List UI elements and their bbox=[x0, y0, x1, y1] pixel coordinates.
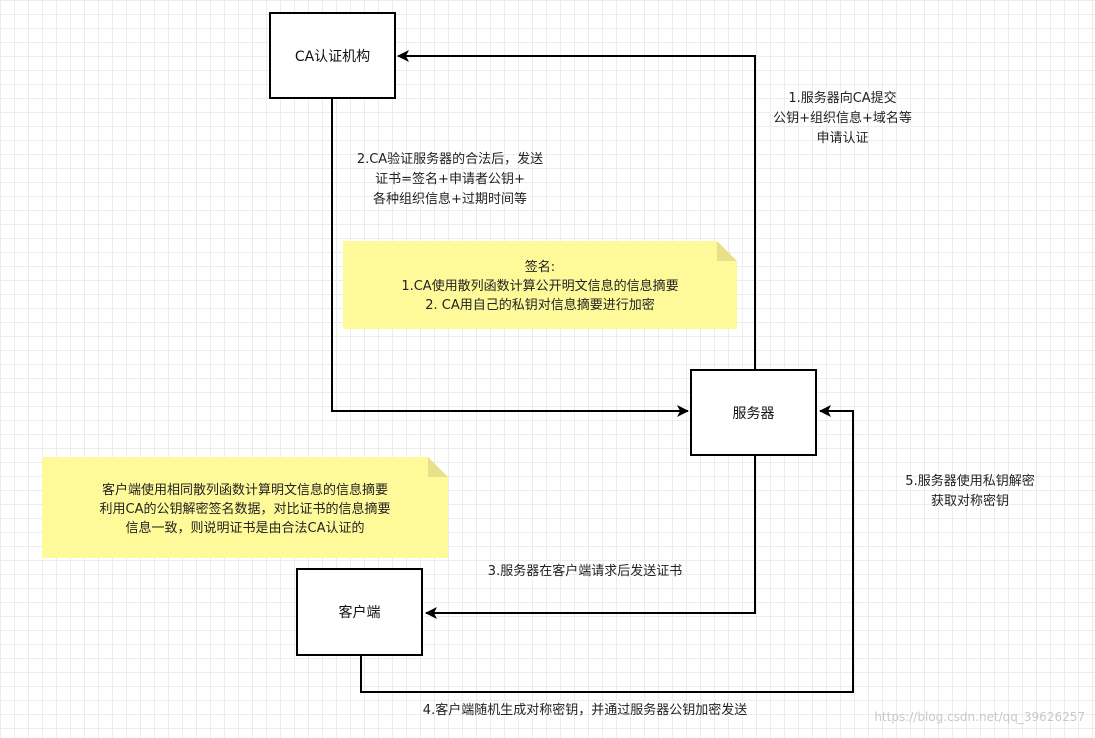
step2-line: 2.CA验证服务器的合法后，发送 bbox=[356, 152, 544, 167]
server-node[interactable]: 服务器 bbox=[690, 369, 817, 456]
step3-label: 3.服务器在客户端请求后发送证书 bbox=[455, 562, 715, 582]
step1-label: 1.服务器向CA提交 公钥+组织信息+域名等 申请认证 bbox=[745, 89, 940, 149]
edge-server-to-ca bbox=[397, 50, 756, 369]
signature-note-line: 2. CA用自己的私钥对信息摘要进行加密 bbox=[425, 298, 655, 313]
client-verify-note-line: 客户端使用相同散列函数计算明文信息的信息摘要 bbox=[101, 483, 388, 498]
watermark: https://blog.csdn.net/qq_39626257 bbox=[874, 710, 1085, 724]
client-verify-note-text: 客户端使用相同散列函数计算明文信息的信息摘要 利用CA的公钥解密签名数据，对比证… bbox=[42, 481, 448, 538]
client-verify-note[interactable]: 客户端使用相同散列函数计算明文信息的信息摘要 利用CA的公钥解密签名数据，对比证… bbox=[42, 457, 448, 558]
step2-label: 2.CA验证服务器的合法后，发送 证书=签名+申请者公钥+ 各种组织信息+过期时… bbox=[325, 150, 575, 210]
signature-note[interactable]: 签名: 1.CA使用散列函数计算公开明文信息的信息摘要 2. CA用自己的私钥对… bbox=[343, 241, 737, 329]
server-node-label: 服务器 bbox=[732, 405, 775, 422]
client-verify-note-line: 利用CA的公钥解密签名数据，对比证书的信息摘要 bbox=[99, 502, 391, 517]
step3-line: 3.服务器在客户端请求后发送证书 bbox=[487, 564, 683, 579]
step2-line: 证书=签名+申请者公钥+ bbox=[375, 172, 525, 187]
edge-server-to-client bbox=[425, 456, 756, 619]
edge-ca-to-server bbox=[331, 99, 689, 417]
signature-note-text: 签名: 1.CA使用散列函数计算公开明文信息的信息摘要 2. CA用自己的私钥对… bbox=[343, 258, 737, 315]
step1-line: 公钥+组织信息+域名等 bbox=[773, 111, 912, 126]
signature-note-line: 1.CA使用散列函数计算公开明文信息的信息摘要 bbox=[401, 279, 679, 294]
step5-line: 获取对称密钥 bbox=[930, 494, 1009, 509]
ca-node[interactable]: CA认证机构 bbox=[269, 12, 396, 99]
step5-line: 5.服务器使用私钥解密 bbox=[905, 474, 1035, 489]
client-verify-note-line: 信息一致，则说明证书是由合法CA认证的 bbox=[125, 521, 365, 536]
step2-line: 各种组织信息+过期时间等 bbox=[373, 192, 527, 207]
step1-line: 申请认证 bbox=[816, 131, 869, 146]
edge-client-to-server bbox=[360, 405, 854, 693]
signature-note-line: 签名: bbox=[524, 260, 556, 275]
step4-line: 4.客户端随机生成对称密钥，并通过服务器公钥加密发送 bbox=[422, 703, 748, 718]
client-node-label: 客户端 bbox=[338, 605, 381, 621]
step1-line: 1.服务器向CA提交 bbox=[788, 91, 897, 106]
step4-label: 4.客户端随机生成对称密钥，并通过服务器公钥加密发送 bbox=[370, 701, 800, 721]
ca-node-label: CA认证机构 bbox=[294, 48, 371, 65]
client-node[interactable]: 客户端 bbox=[296, 568, 423, 656]
step5-label: 5.服务器使用私钥解密 获取对称密钥 bbox=[880, 472, 1060, 512]
